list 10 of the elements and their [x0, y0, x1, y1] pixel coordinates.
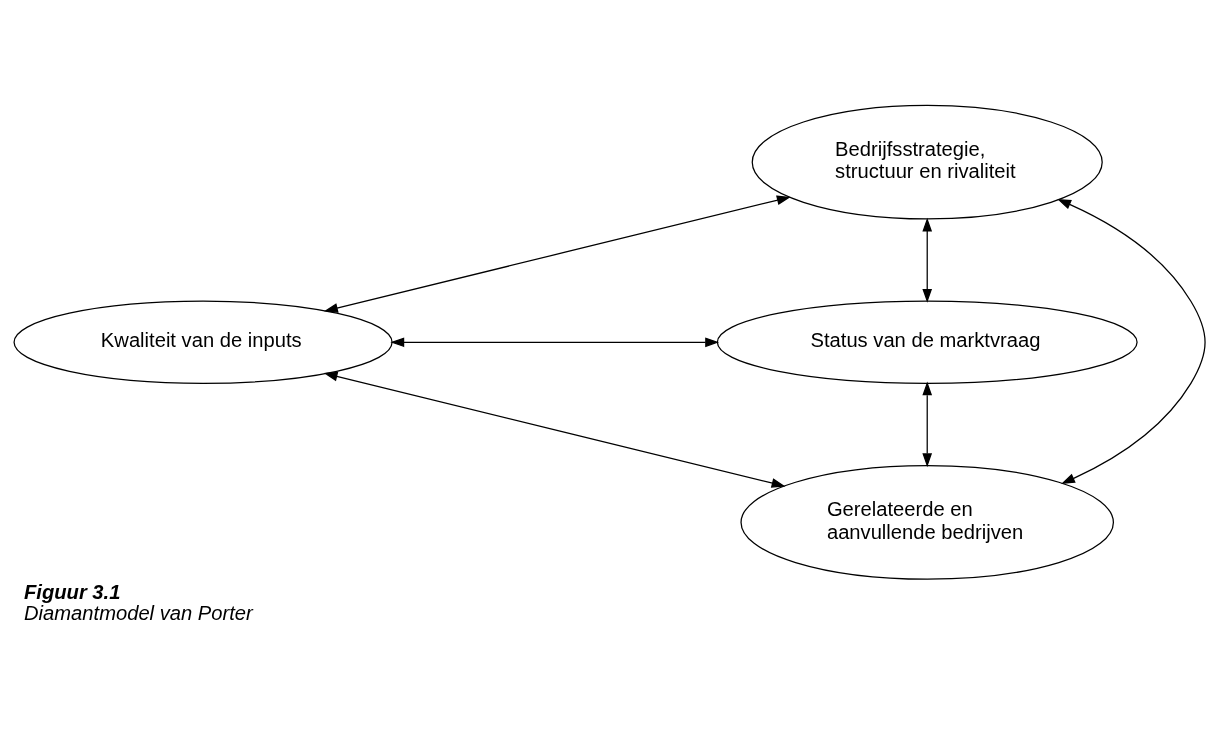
- node-ellipse: Status van de marktvraag: [716, 300, 1138, 384]
- arrow: [324, 195, 791, 313]
- diagram-title: Figuur 3.1: [24, 581, 121, 604]
- arrow: [323, 371, 786, 488]
- arrow: [1057, 199, 1206, 484]
- node-ellipse: Bedrijfsstrategie, structuur en rivaliteit: [751, 104, 1103, 220]
- arrow: [922, 381, 933, 468]
- arrow: [390, 337, 720, 348]
- node-ellipse: Gerelateerde en aanvullende bedrijven: [740, 465, 1115, 580]
- arrow: [922, 217, 933, 303]
